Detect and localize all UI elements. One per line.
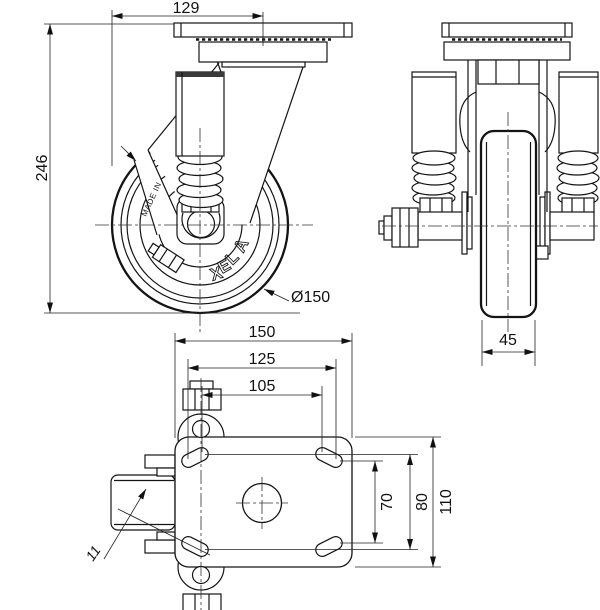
spring-hook-right: [538, 91, 556, 153]
dim-246-label: 246: [34, 155, 51, 182]
spring-housing-left: [411, 71, 457, 154]
dim-105-label: 105: [249, 378, 276, 395]
dim-110-label: 110: [438, 489, 455, 515]
dim-125-label: 125: [249, 351, 276, 368]
axle-washer-left-outer: [461, 191, 468, 255]
spring-column: [175, 71, 225, 157]
side-wheel: [479, 129, 538, 319]
bolt-slot-top-right: [315, 447, 343, 468]
plan-view: [110, 380, 353, 610]
plan-fork-step-top: [156, 467, 176, 477]
spring-hook-left: [459, 91, 477, 153]
side-spring-left: [411, 150, 457, 206]
dimensions: 129 246 Ø150 45 150 125: [34, 0, 598, 610]
plan-nut-bottom-hex: [182, 593, 222, 610]
front-view: MADE IN: [110, 22, 353, 315]
side-swivel-housing: [443, 41, 571, 61]
axle-washer-left-inner: [466, 196, 473, 250]
grease-nipple-facet-1: [158, 248, 168, 262]
side-top-plate: [441, 22, 573, 38]
front-swivel-step: [221, 61, 306, 68]
fork-leg-outer-edge: [133, 159, 158, 236]
grease-nipple-tip: [147, 242, 160, 256]
kingpin-nut: [477, 59, 540, 85]
side-spring-right: [556, 150, 600, 206]
slot-axis-line: [117, 508, 211, 556]
axle-nut-hex: [391, 207, 419, 248]
spring-housing-right: [558, 71, 599, 154]
spring-column-top-band: [176, 72, 224, 77]
bolt-slot-bottom-left: [181, 536, 209, 557]
plan-fork-tab-bottom: [144, 539, 176, 554]
front-axle-hole: [186, 209, 216, 239]
dim-150-label: 150: [249, 324, 276, 341]
side-view: [378, 22, 600, 319]
dim-80-label: 80: [414, 493, 431, 511]
dim-dia150-label: Ø150: [291, 289, 330, 306]
axle-nut-tip: [378, 220, 385, 235]
grease-nipple-facet-2: [167, 254, 178, 268]
dia-150-arrow-upper: [120, 145, 137, 162]
bolt-slot-top-left: [181, 447, 209, 468]
dim-70-label: 70: [379, 493, 396, 511]
bolt-slot-bottom-right: [315, 536, 343, 557]
grease-nipple: [147, 242, 185, 274]
slot-11-leader: [103, 488, 147, 560]
dim-11-label: 11: [82, 543, 103, 564]
axle-washer-right-inner: [539, 196, 546, 250]
fork-crown-right-edge: [249, 66, 304, 224]
dim-45-label: 45: [499, 332, 517, 349]
column-link-line: [216, 60, 222, 73]
plan-nut-top-cap: [189, 380, 214, 390]
axle-nut-cap: [383, 215, 393, 241]
axle-nut: [378, 207, 419, 248]
plan-fork-tab-top: [144, 454, 176, 469]
fork-leg-body: [134, 150, 183, 235]
dim-129-label: 129: [173, 0, 200, 17]
plan-nut-bottom: [182, 593, 222, 610]
dia-150-leader: [263, 288, 290, 302]
